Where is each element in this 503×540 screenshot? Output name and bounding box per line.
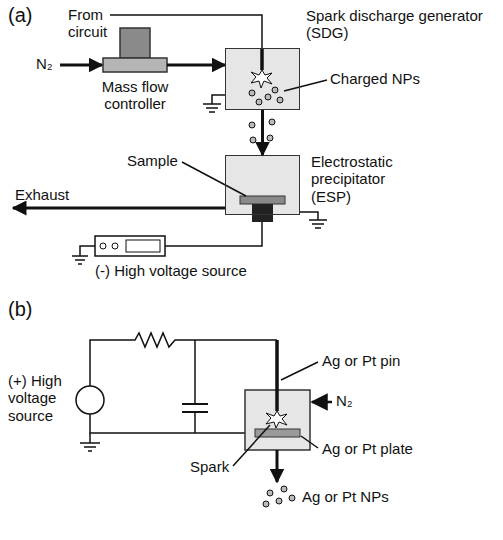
- flow-controller: Mass flow controller: [103, 28, 167, 72]
- callout-label: Ag or Pt plate: [322, 440, 413, 457]
- generator-chamber: Spark discharge generator (SDG): [225, 48, 300, 110]
- panel-label: (a): [8, 4, 32, 27]
- node-heading: Spark discharge generator (SDG): [306, 7, 496, 42]
- gas-label: N₂: [36, 55, 53, 72]
- flow-arrow: [167, 64, 225, 67]
- callout-label: Charged NPs: [330, 70, 420, 87]
- panel-label: (b): [8, 298, 32, 321]
- node-heading: Mass flow controller: [80, 78, 190, 113]
- callout-label: Ag or Pt NPs: [302, 488, 389, 505]
- callout-label: Sample: [127, 152, 178, 169]
- flow-label: Exhaust: [15, 186, 69, 203]
- gas-label: N₂: [336, 392, 353, 409]
- flow-arrow: [261, 110, 264, 155]
- source-label: (+) High voltage source: [8, 372, 74, 424]
- callout-label: Ag or Pt pin: [322, 352, 400, 369]
- precipitator-chamber: Electrostatic precipitator (ESP): [225, 155, 300, 215]
- source-label: (-) High voltage source: [95, 262, 247, 279]
- callout-label: Spark: [190, 458, 229, 475]
- wire-label: From circuit: [68, 6, 123, 41]
- node-heading: Electrostatic precipitator (ESP): [311, 153, 421, 205]
